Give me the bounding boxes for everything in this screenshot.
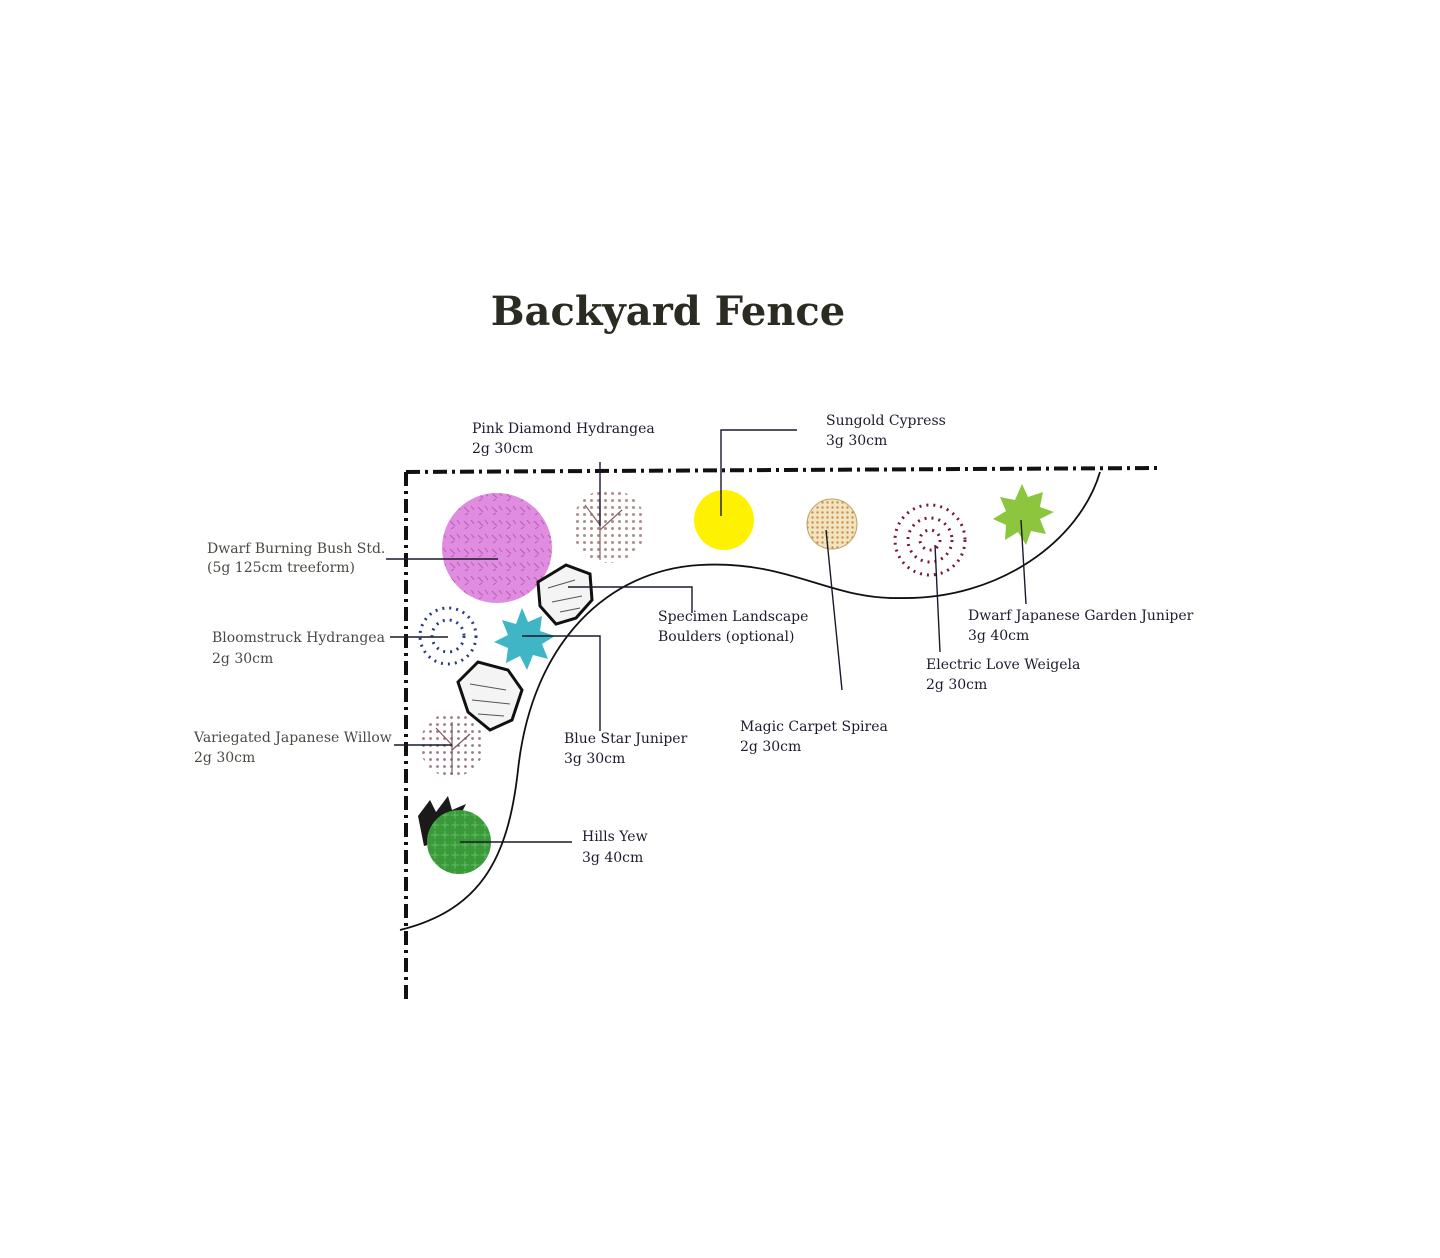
fence-top bbox=[405, 466, 1159, 474]
boulder-upper-marks bbox=[547, 579, 583, 613]
label-burning-bush-name: Dwarf Burning Bush Std. bbox=[207, 541, 385, 557]
electric-love-weigela-symbol bbox=[893, 503, 967, 577]
bloomstruck-hydrangea-symbol bbox=[418, 606, 478, 666]
bed-edge bbox=[399, 471, 1101, 931]
burning-bush-symbol bbox=[442, 493, 552, 603]
leader-weigela bbox=[934, 544, 941, 653]
label-pink-diamond-name: Pink Diamond Hydrangea bbox=[472, 421, 655, 437]
label-boulders-name: Specimen Landscape bbox=[658, 609, 808, 625]
blue-star-juniper-symbol bbox=[494, 608, 555, 670]
label-hills-yew-name: Hills Yew bbox=[582, 829, 648, 845]
label-bloomstruck-name: Bloomstruck Hydrangea bbox=[212, 630, 385, 646]
label-blue-star-name: Blue Star Juniper bbox=[564, 731, 688, 747]
boulder-upper bbox=[536, 563, 594, 626]
label-sungold-size: 3g 30cm bbox=[826, 433, 887, 449]
label-willow-name: Variegated Japanese Willow bbox=[193, 730, 392, 746]
label-boulders-size: Boulders (optional) bbox=[658, 629, 794, 645]
sungold-cypress-symbol bbox=[694, 490, 754, 550]
label-bloomstruck-size: 2g 30cm bbox=[212, 651, 273, 667]
pink-diamond-hydrangea-symbol bbox=[572, 489, 646, 563]
label-hills-yew-size: 3g 40cm bbox=[582, 850, 643, 866]
label-pink-diamond-size: 2g 30cm bbox=[472, 441, 533, 457]
boulder-lower-marks bbox=[469, 683, 511, 717]
label-weigela-size: 2g 30cm bbox=[926, 677, 987, 693]
label-spirea-size: 2g 30cm bbox=[740, 739, 801, 755]
leader-blue-star bbox=[522, 635, 601, 731]
leader-garden-juniper bbox=[1020, 519, 1027, 605]
garden-juniper-symbol bbox=[993, 484, 1054, 545]
leader-boulders bbox=[568, 586, 693, 613]
label-blue-star-size: 3g 30cm bbox=[564, 751, 625, 767]
label-garden-juniper-name: Dwarf Japanese Garden Juniper bbox=[968, 608, 1194, 624]
plan-title: Backyard Fence bbox=[491, 288, 845, 335]
label-garden-juniper-size: 3g 40cm bbox=[968, 628, 1029, 644]
label-sungold-name: Sungold Cypress bbox=[826, 413, 946, 429]
label-willow-size: 2g 30cm bbox=[194, 750, 255, 766]
japanese-willow-branches bbox=[435, 722, 471, 775]
leader-sungold bbox=[720, 429, 797, 516]
label-weigela-name: Electric Love Weigela bbox=[926, 657, 1080, 673]
hills-yew-symbol bbox=[427, 810, 491, 874]
leader-spirea bbox=[825, 529, 843, 691]
label-spirea-name: Magic Carpet Spirea bbox=[740, 719, 888, 735]
boulder-lower bbox=[456, 660, 524, 732]
magic-carpet-spirea-symbol bbox=[806, 498, 858, 550]
label-burning-bush-size: (5g 125cm treeform) bbox=[207, 560, 355, 576]
